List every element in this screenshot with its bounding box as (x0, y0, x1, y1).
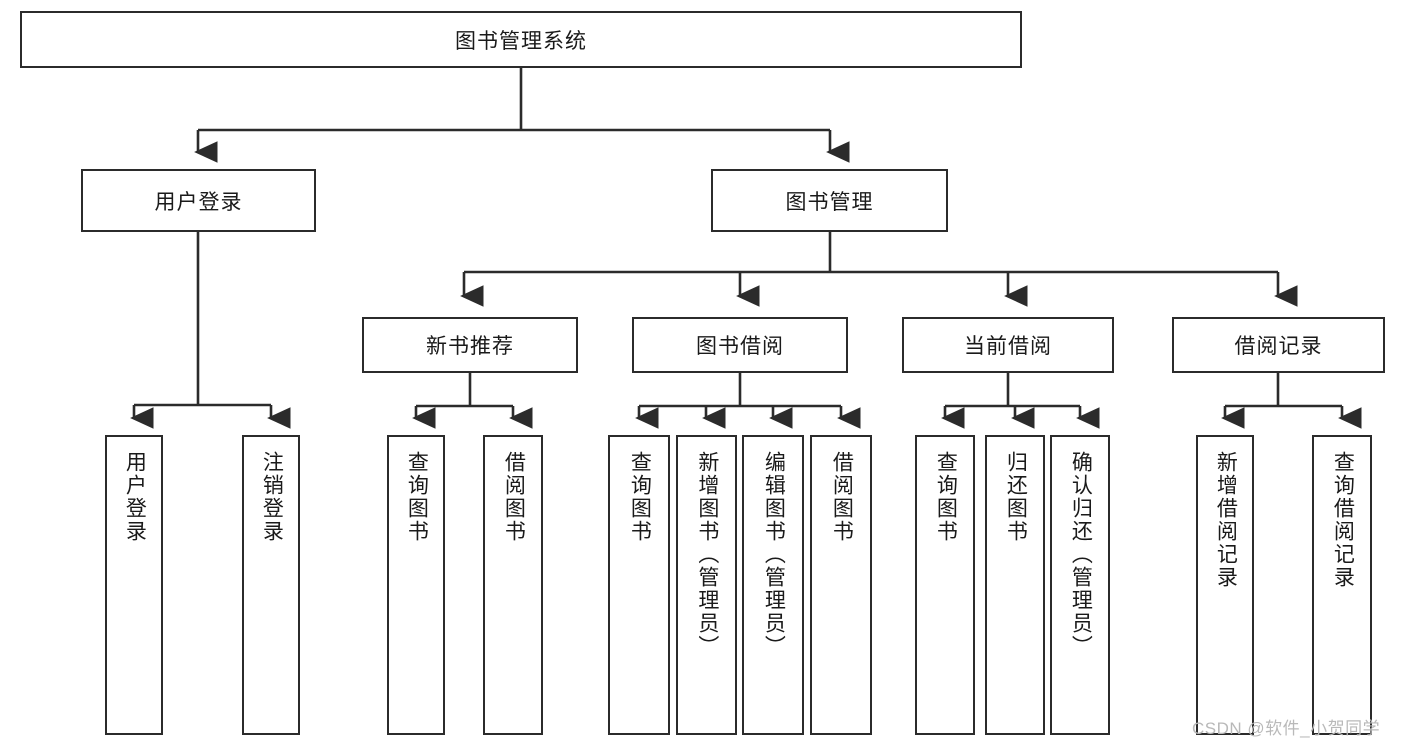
leaf-add-borrow-record[interactable]: 新增借阅记录 (1196, 435, 1254, 735)
leaf-add-book-admin-label: 新增图书（管理员） (695, 451, 719, 658)
leaf-add-book-admin[interactable]: 新增图书（管理员） (676, 435, 737, 735)
leaf-query-book-current[interactable]: 查询图书 (915, 435, 975, 735)
leaf-query-book-borrow-label: 查询图书 (628, 451, 652, 543)
csdn-watermark: CSDN @软件_小贺同学 (1192, 719, 1381, 738)
node-new-book-recommend[interactable]: 新书推荐 (362, 317, 578, 373)
leaf-query-borrow-record-label: 查询借阅记录 (1331, 451, 1355, 589)
node-current-borrow[interactable]: 当前借阅 (902, 317, 1114, 373)
leaf-borrow-book-recommend[interactable]: 借阅图书 (483, 435, 543, 735)
leaf-edit-book-admin-label: 编辑图书（管理员） (762, 451, 786, 658)
leaf-borrow-book-recommend-label: 借阅图书 (502, 451, 526, 543)
node-borrow-record[interactable]: 借阅记录 (1172, 317, 1385, 373)
node-root[interactable]: 图书管理系统 (20, 11, 1022, 68)
leaf-query-book-recommend[interactable]: 查询图书 (387, 435, 445, 735)
leaf-query-book-borrow[interactable]: 查询图书 (608, 435, 670, 735)
node-borrow-record-label: 借阅记录 (1234, 335, 1323, 358)
leaf-edit-book-admin[interactable]: 编辑图书（管理员） (742, 435, 804, 735)
leaf-user-login-label: 用户登录 (123, 451, 147, 543)
node-current-borrow-label: 当前借阅 (964, 335, 1052, 358)
leaf-confirm-return-admin-label: 确认归还（管理员） (1069, 451, 1093, 658)
leaf-return-book[interactable]: 归还图书 (985, 435, 1045, 735)
leaf-logout-label: 注销登录 (260, 451, 284, 543)
leaf-return-book-label: 归还图书 (1004, 451, 1028, 543)
leaf-confirm-return-admin[interactable]: 确认归还（管理员） (1050, 435, 1110, 735)
node-user-login-label: 用户登录 (154, 190, 243, 214)
node-book-borrow[interactable]: 图书借阅 (632, 317, 848, 373)
leaf-borrow-book-label: 借阅图书 (830, 451, 854, 543)
node-root-label: 图书管理系统 (455, 29, 587, 53)
leaf-query-book-recommend-label: 查询图书 (405, 451, 429, 543)
leaf-query-book-current-label: 查询图书 (934, 451, 958, 543)
leaf-add-borrow-record-label: 新增借阅记录 (1214, 451, 1238, 589)
node-book-management-label: 图书管理 (785, 190, 874, 214)
leaf-logout[interactable]: 注销登录 (242, 435, 300, 735)
node-book-management[interactable]: 图书管理 (711, 169, 948, 232)
leaf-user-login[interactable]: 用户登录 (105, 435, 163, 735)
leaf-query-borrow-record[interactable]: 查询借阅记录 (1312, 435, 1372, 735)
node-new-book-recommend-label: 新书推荐 (426, 335, 514, 358)
node-book-borrow-label: 图书借阅 (696, 335, 784, 358)
leaf-borrow-book[interactable]: 借阅图书 (810, 435, 872, 735)
node-user-login[interactable]: 用户登录 (81, 169, 316, 232)
